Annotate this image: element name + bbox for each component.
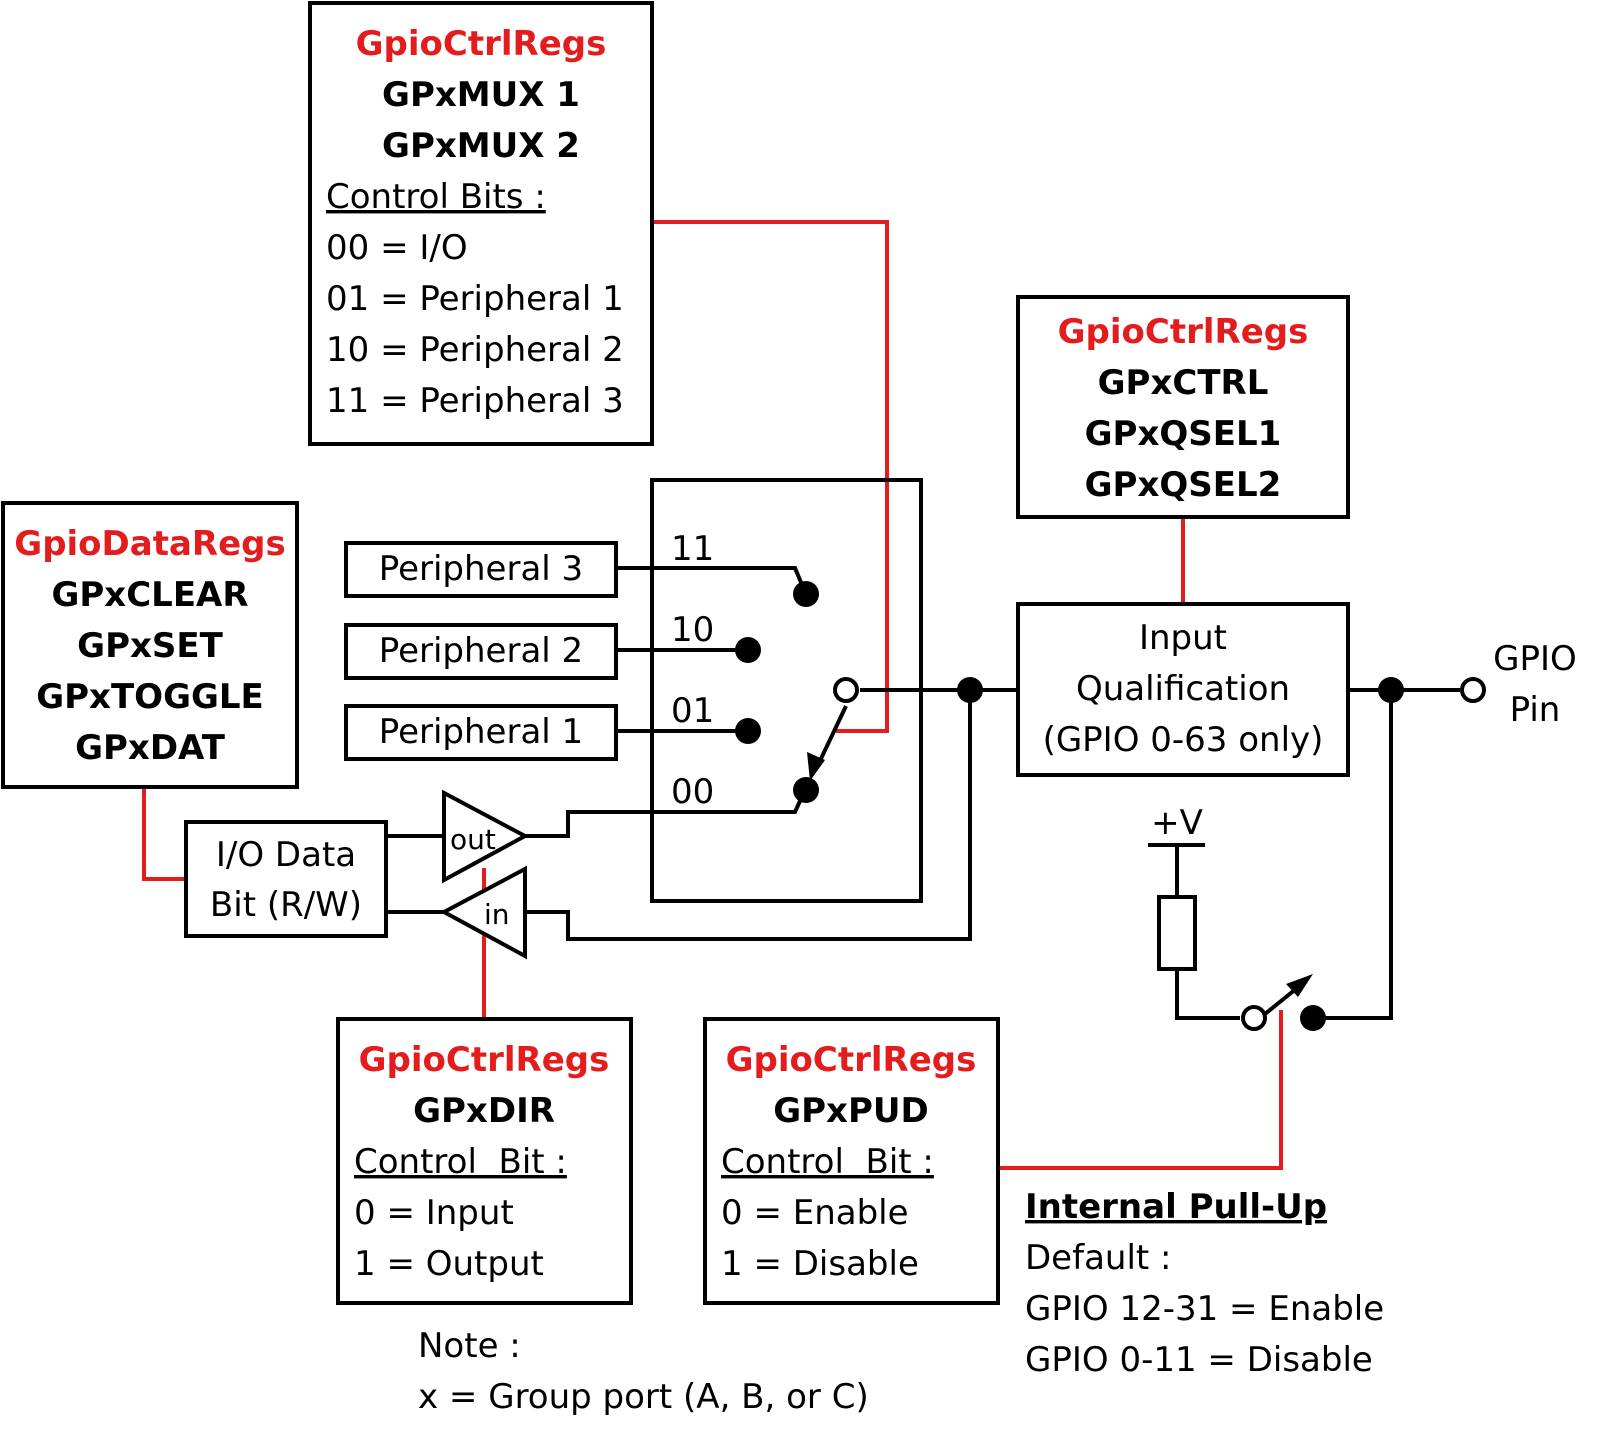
io-data-bit-line-1: Bit (R/W) bbox=[210, 885, 362, 925]
io-data-bit-line-0: I/O Data bbox=[216, 835, 356, 875]
output-buffer-label: out bbox=[450, 823, 496, 856]
mux-register-2: GPxMUX 2 bbox=[382, 126, 580, 166]
pullup-switch-arrow bbox=[1286, 974, 1313, 997]
gpio-pin-terminal bbox=[1460, 677, 1486, 703]
data-reg-wire bbox=[142, 787, 186, 881]
mux-switch-arrow bbox=[807, 752, 825, 781]
qual-registers-box bbox=[1016, 295, 1350, 519]
io-out-line bbox=[525, 789, 807, 838]
pullup-note-heading: Internal Pull-Up bbox=[1025, 1187, 1327, 1227]
mux-contact-11 bbox=[793, 581, 819, 607]
mux-switch-arm bbox=[816, 705, 848, 766]
pud-register: GPxPUD bbox=[773, 1091, 929, 1131]
mux-code-10: 10 bbox=[671, 610, 714, 650]
input-qualification-line-1: Qualification bbox=[1076, 669, 1290, 709]
mux-registers-box bbox=[308, 1, 654, 446]
pud-registers-title: GpioCtrlRegs bbox=[726, 1040, 977, 1080]
group-note-line-0: Note : bbox=[418, 1326, 521, 1366]
data-registers-title: GpioDataRegs bbox=[14, 524, 285, 564]
gpio-pin-label-0: GPIO bbox=[1493, 639, 1577, 679]
dir-register: GPxDIR bbox=[413, 1091, 555, 1131]
group-note-line-1: x = Group port (A, B, or C) bbox=[418, 1377, 869, 1417]
peripheral-3-box bbox=[344, 541, 618, 598]
peripheral-1-box bbox=[344, 704, 618, 761]
qual-register-3: GPxQSEL2 bbox=[1085, 465, 1282, 505]
peripheral-3-label: Peripheral 3 bbox=[379, 549, 583, 589]
pullup-bottom-lead bbox=[1175, 969, 1240, 1020]
pud-registers-box bbox=[703, 1017, 1000, 1305]
pullup-pin-line bbox=[1313, 690, 1393, 1020]
pud-control-wire bbox=[998, 1010, 1283, 1170]
input-buffer-label: in bbox=[484, 898, 510, 931]
data-register-clear: GPxCLEAR bbox=[51, 575, 248, 615]
mux-contact-00 bbox=[793, 777, 819, 803]
mux-contact-01 bbox=[735, 718, 761, 744]
peripheral-1-label: Peripheral 1 bbox=[379, 712, 583, 752]
mux-code-00: 00 bbox=[671, 772, 714, 812]
mux-registers-title: GpioCtrlRegs bbox=[356, 24, 607, 64]
data-register-dat: GPxDAT bbox=[75, 728, 226, 768]
pullup-resistor bbox=[1157, 895, 1197, 971]
pullup-switch-node bbox=[1241, 1005, 1267, 1031]
mux-control-line-2: 10 = Peripheral 2 bbox=[326, 330, 624, 370]
data-registers-box bbox=[1, 501, 299, 789]
input-buffer bbox=[439, 865, 527, 960]
peripheral-2-label: Peripheral 2 bbox=[379, 631, 583, 671]
qual-registers-title: GpioCtrlRegs bbox=[1058, 312, 1309, 352]
mux-code-01: 01 bbox=[671, 691, 714, 731]
mux-control-line-3: 11 = Peripheral 3 bbox=[326, 381, 624, 421]
mux-control-line-1: 01 = Peripheral 1 bbox=[326, 279, 624, 319]
gpio-pin-label-1: Pin bbox=[1510, 690, 1561, 730]
pullup-note-line-2: GPIO 0-11 = Disable bbox=[1025, 1340, 1373, 1380]
pud-control-heading: Control Bit : bbox=[721, 1142, 934, 1182]
output-buffer bbox=[442, 789, 530, 884]
pullup-note-line-1: GPIO 12-31 = Enable bbox=[1025, 1289, 1384, 1329]
qual-register-2: GPxQSEL1 bbox=[1085, 414, 1282, 454]
input-qualification-line-2: (GPIO 0-63 only) bbox=[1043, 720, 1324, 760]
mux-code-11: 11 bbox=[671, 529, 714, 569]
peripheral-2-box bbox=[344, 623, 618, 680]
mux-control-line-0: 00 = I/O bbox=[326, 228, 468, 268]
mux-register-1: GPxMUX 1 bbox=[382, 75, 580, 115]
data-register-toggle: GPxTOGGLE bbox=[36, 677, 264, 717]
dir-control-heading: Control Bit : bbox=[354, 1142, 567, 1182]
junction-node-pin bbox=[1378, 677, 1404, 703]
peripheral-3-line bbox=[616, 566, 807, 593]
dir-registers-title: GpioCtrlRegs bbox=[359, 1040, 610, 1080]
input-qualification-box bbox=[1016, 602, 1350, 777]
junction-node-mux bbox=[957, 677, 983, 703]
pullup-switch-contact bbox=[1300, 1005, 1326, 1031]
mux-common-node bbox=[833, 677, 859, 703]
pullup-note-line-0: Default : bbox=[1025, 1238, 1172, 1278]
dir-registers-box bbox=[336, 1017, 633, 1305]
input-qualification-line-0: Input bbox=[1139, 618, 1227, 658]
supply-label: +V bbox=[1151, 803, 1203, 843]
mux-contact-10 bbox=[735, 637, 761, 663]
io-data-bit-box bbox=[184, 820, 388, 938]
pud-control-line-0: 0 = Enable bbox=[721, 1193, 909, 1233]
dir-control-line-0: 0 = Input bbox=[354, 1193, 514, 1233]
mux-control-wire bbox=[652, 220, 889, 733]
io-in-line bbox=[525, 690, 972, 941]
mux-control-heading: Control Bits : bbox=[326, 177, 546, 217]
pud-control-line-1: 1 = Disable bbox=[721, 1244, 919, 1284]
dir-control-line-1: 1 = Output bbox=[354, 1244, 544, 1284]
data-register-set: GPxSET bbox=[77, 626, 223, 666]
qual-register-1: GPxCTRL bbox=[1098, 363, 1269, 403]
